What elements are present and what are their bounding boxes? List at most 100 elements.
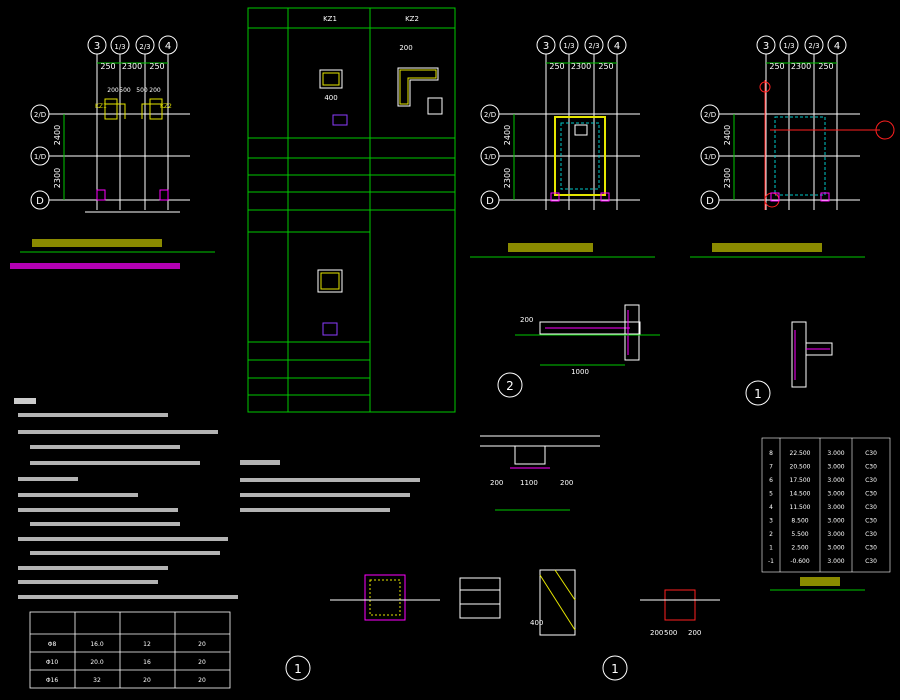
dim-200-b: 200 <box>149 87 161 94</box>
anchor-table-cell: 32 <box>93 677 101 684</box>
dim-2400: 2400 <box>53 125 62 145</box>
anchor-table-cell: 20 <box>143 677 151 684</box>
bubble-4: 4 <box>165 41 171 52</box>
mid-dim-250-a: 250 <box>549 62 564 71</box>
level-table-cell: 14.500 <box>790 491 811 498</box>
level-table-cell: C30 <box>865 477 877 484</box>
bottom-detail-right <box>602 589 720 681</box>
level-table <box>761 437 891 573</box>
mid-plan-text: 3 1/3 2/3 4 2/D 1/D D 250 2300 250 2400 … <box>484 41 620 207</box>
bottom-dim-400: 400 <box>530 619 543 627</box>
level-table-cell: 3.000 <box>827 450 844 457</box>
level-table-cell: 5.500 <box>791 531 808 538</box>
mid-dim-2300: 2300 <box>571 62 591 71</box>
col-dim-200: 200 <box>399 44 412 52</box>
right-dim-2300: 2300 <box>791 62 811 71</box>
level-table-cell: 22.500 <box>790 450 811 457</box>
level-table-cell: 3.000 <box>827 464 844 471</box>
level-table-cell: 3.000 <box>827 545 844 552</box>
right-dim-250-a: 250 <box>769 62 784 71</box>
bubble-d: D <box>36 196 44 207</box>
bubble-1d: 1/D <box>34 153 46 161</box>
detail1-circle-label: 1 <box>754 387 762 401</box>
label-kz1-left: KZ1 <box>95 103 107 110</box>
level-table-cell: 2.500 <box>791 545 808 552</box>
dim-250-b: 250 <box>149 62 164 71</box>
left-plan <box>30 35 190 213</box>
label-kz2-left: KZ2 <box>160 103 172 110</box>
mid-bubble-4: 4 <box>614 41 620 52</box>
anchor-table-cell: 12 <box>143 641 151 648</box>
level-table-cell: 3.000 <box>827 477 844 484</box>
level-table-cell: -1 <box>768 558 774 565</box>
bottom-detail-left <box>285 574 440 681</box>
detail-2-text: 200 1000 2 <box>506 316 589 393</box>
notes-block <box>14 398 420 599</box>
level-table-cell: 3.000 <box>827 504 844 511</box>
left-plan-note <box>10 263 180 269</box>
anchor-table-cell: Φ16 <box>46 677 59 684</box>
anchor-table-cell: 20 <box>198 641 206 648</box>
level-table-cell: C30 <box>865 558 877 565</box>
mid-bubble-2-3: 2/3 <box>588 42 599 50</box>
col-dim-400: 400 <box>324 94 337 102</box>
right-bubble-2d: 2/D <box>704 111 716 119</box>
mid-bubble-3: 3 <box>543 41 549 52</box>
level-table-cell: 6 <box>769 477 773 484</box>
right-bubble-1d: 1/D <box>704 153 716 161</box>
level-table-cell: 1 <box>769 545 773 552</box>
right-bubble-1-3: 1/3 <box>783 42 794 50</box>
right-dim-2400: 2400 <box>723 125 732 145</box>
stair-detail <box>459 569 576 636</box>
mid-dim-250-b: 250 <box>598 62 613 71</box>
left-plan-title-block <box>32 239 162 247</box>
bottom-dim-500: 500 <box>664 629 677 637</box>
level-table-cell: C30 <box>865 531 877 538</box>
mid-dim-200-a: 200 <box>490 479 503 487</box>
level-table-cell: C30 <box>865 491 877 498</box>
level-table-cell: C30 <box>865 504 877 511</box>
anchor-table-cell: Φ10 <box>46 659 59 666</box>
dim-2300-v: 2300 <box>53 168 62 188</box>
anchor-table-cell: 20 <box>198 677 206 684</box>
level-table-cell: C30 <box>865 545 877 552</box>
mid-dim-2300-v: 2300 <box>503 168 512 188</box>
right-bubble-2-3: 2/3 <box>808 42 819 50</box>
left-plan-text: 3 1/3 2/3 4 2/D 1/D D 250 2300 250 2400 … <box>34 41 172 207</box>
detail2-circle-label: 2 <box>506 379 514 393</box>
mid-plan <box>480 35 640 210</box>
level-table-cell: 7 <box>769 464 773 471</box>
mid-bubble-d: D <box>486 196 494 207</box>
bottom-dim-200-b: 200 <box>688 629 701 637</box>
dim-250-a: 250 <box>100 62 115 71</box>
detail2-dim-1000: 1000 <box>571 368 589 376</box>
column-sections <box>317 67 443 336</box>
mid-bubble-1-3: 1/3 <box>563 42 574 50</box>
mid-detail-dims: 200 1100 200 <box>490 479 573 487</box>
detail-1-right <box>745 321 833 406</box>
left-plan-side-bubbles <box>30 104 190 210</box>
level-table-cell: 17.500 <box>790 477 811 484</box>
level-table-cell: 2 <box>769 531 773 538</box>
dim-500-a: 500 <box>119 87 131 94</box>
detail-2 <box>497 304 660 398</box>
column-table <box>247 7 456 413</box>
level-table-cell: 3.000 <box>827 531 844 538</box>
level-table-cell: -0.600 <box>790 558 810 565</box>
mid-bubble-2d: 2/D <box>484 111 496 119</box>
mid-plan-title-block <box>508 243 593 252</box>
bubble-3: 3 <box>94 41 100 52</box>
left-plan-top-bubbles <box>87 35 178 210</box>
dim-2300: 2300 <box>122 62 142 71</box>
level-table-cell: 8.500 <box>791 518 808 525</box>
right-bubble-3: 3 <box>763 41 769 52</box>
mid-dim-200-b: 200 <box>560 479 573 487</box>
bottom-dim-200-a: 200 <box>650 629 663 637</box>
right-plan-title-block <box>712 243 822 252</box>
bubble-2d: 2/D <box>34 111 46 119</box>
col-header-kz1: KZ1 <box>323 15 337 23</box>
right-plan-text: 3 1/3 2/3 4 2/D 1/D D 250 2300 250 2400 … <box>704 41 840 207</box>
